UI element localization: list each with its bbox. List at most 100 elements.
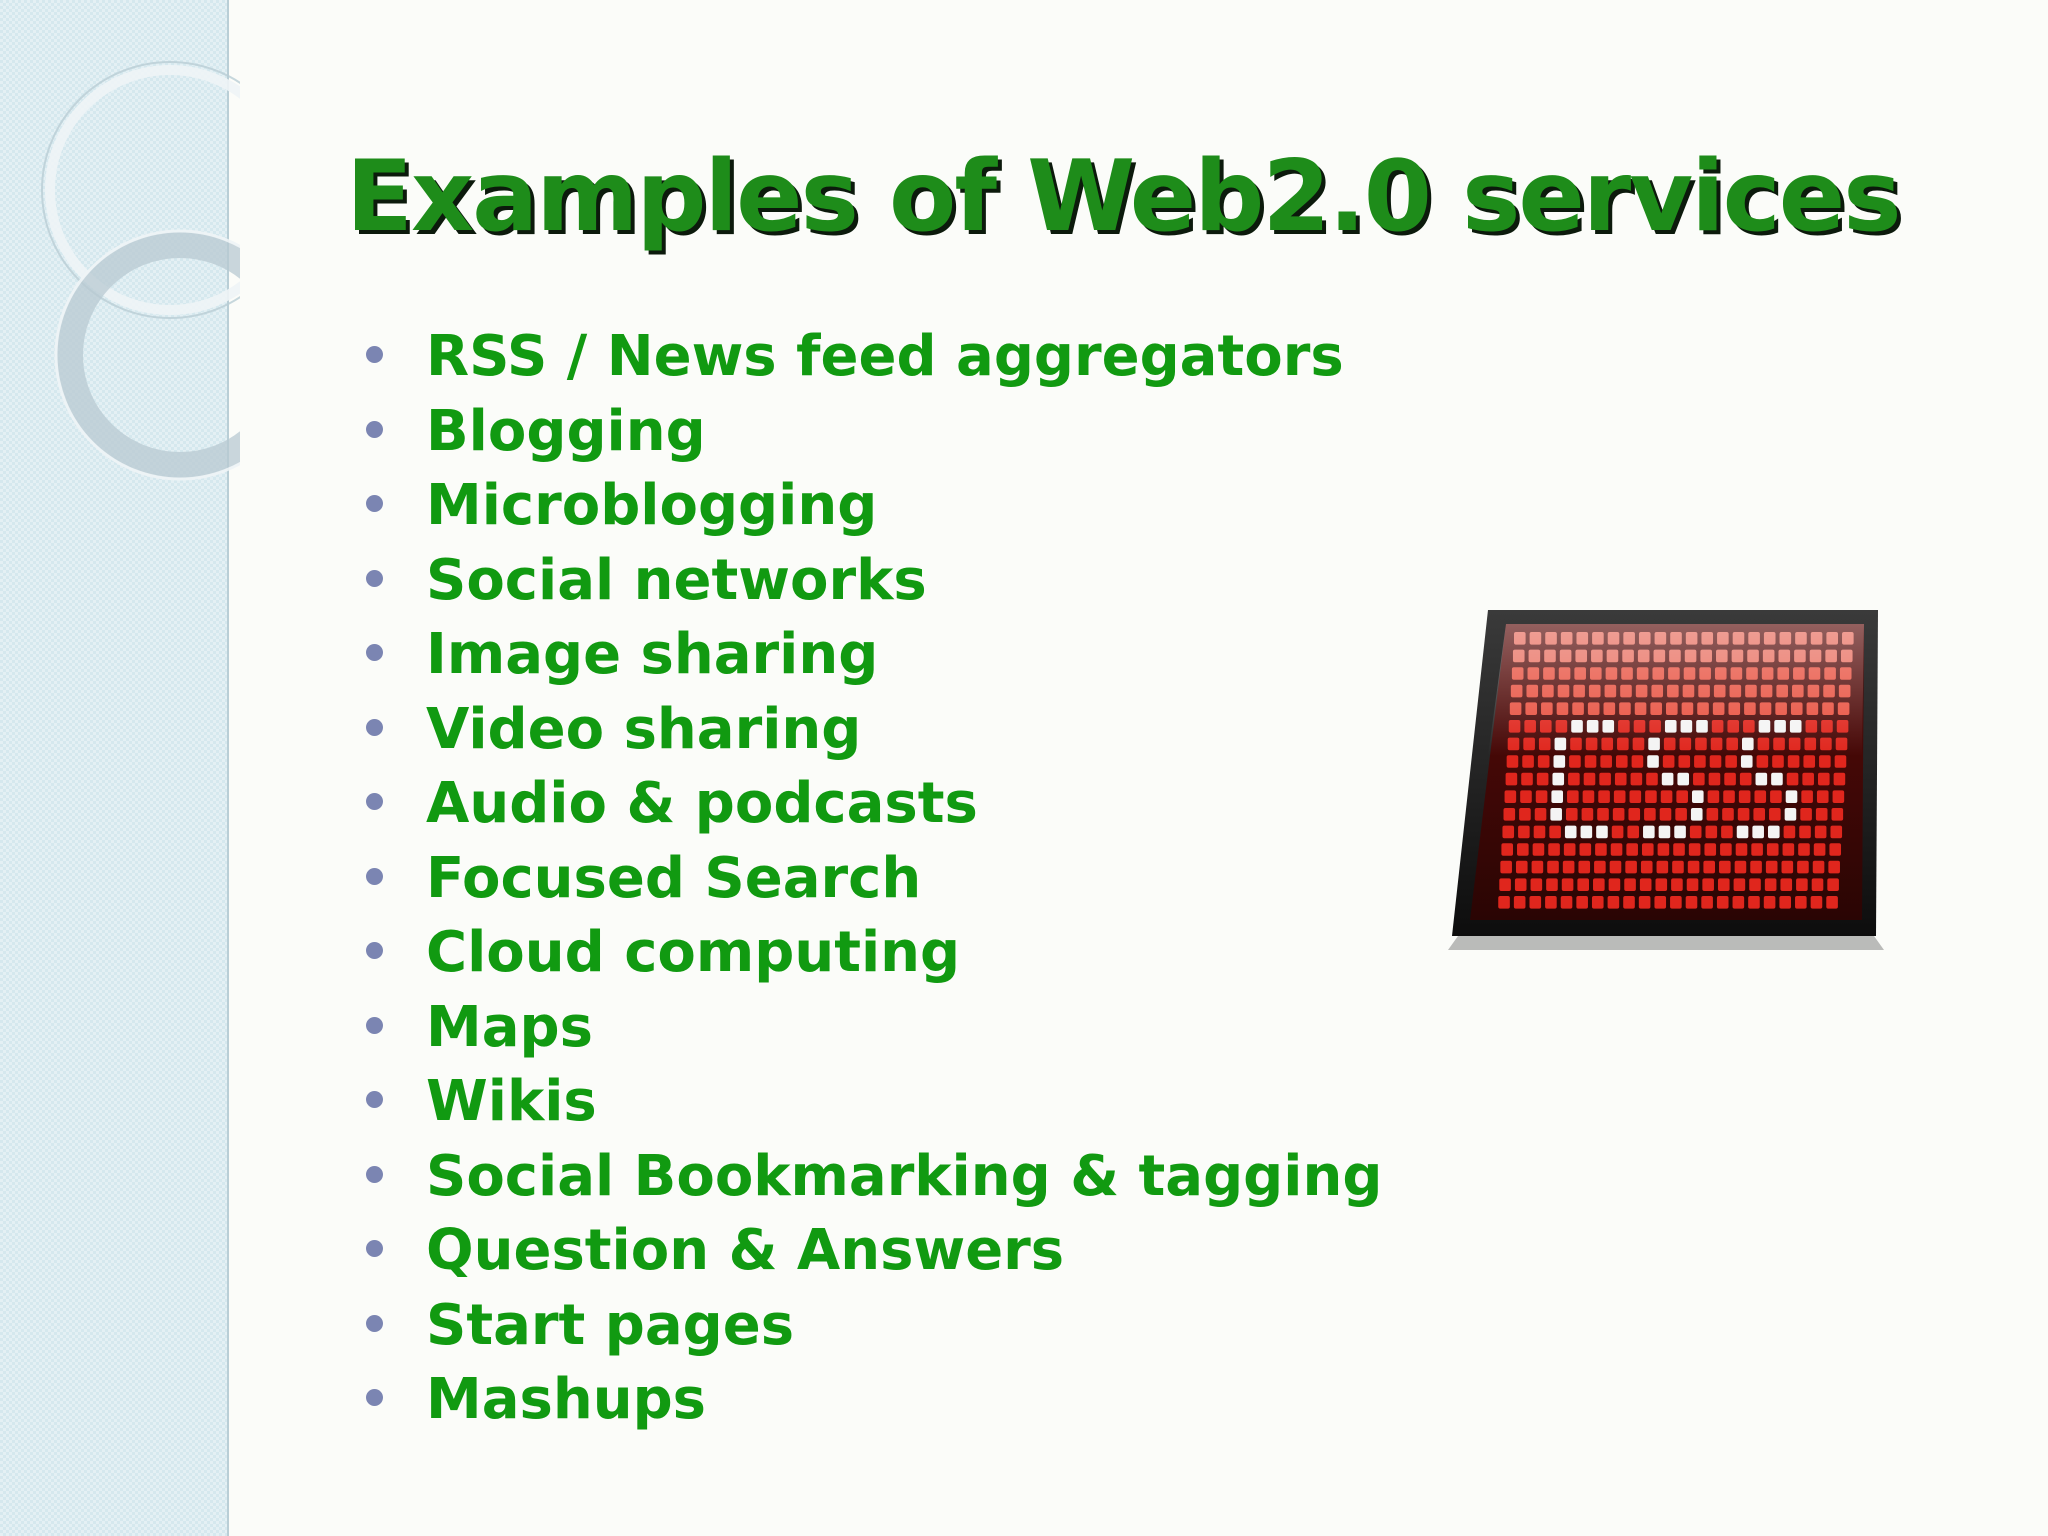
logo-pixel-red bbox=[1504, 790, 1517, 803]
logo-pixel-red bbox=[1706, 808, 1719, 821]
list-item-label: Maps bbox=[426, 994, 593, 1060]
logo-pixel-white bbox=[1767, 825, 1780, 839]
logo-pixel-white bbox=[1677, 772, 1690, 786]
logo-pixel-red bbox=[1549, 825, 1561, 839]
logo-pixel-red bbox=[1675, 808, 1687, 821]
logo-pixel-red bbox=[1723, 790, 1735, 803]
list-item-label: Microblogging bbox=[426, 473, 878, 538]
logo-pixel-red bbox=[1547, 860, 1559, 874]
logo-pixel-red bbox=[1656, 860, 1669, 874]
logo-pixel-white bbox=[1596, 825, 1608, 839]
logo-pixel-red bbox=[1629, 790, 1642, 803]
logo-pixel-red bbox=[1600, 755, 1612, 768]
logo-pixel-red bbox=[1594, 860, 1606, 874]
logo-pixel-red bbox=[1608, 878, 1621, 891]
logo-pixel-red bbox=[1685, 896, 1698, 909]
logo-pixel-red bbox=[1676, 790, 1688, 803]
logo-pixel-red bbox=[1764, 878, 1777, 891]
logo-pixel-red bbox=[1640, 860, 1653, 874]
list-item: Question & Answers bbox=[362, 1214, 1382, 1289]
logo-pixel-red bbox=[1607, 896, 1620, 909]
list-item: Focused Search bbox=[362, 842, 1382, 917]
decorative-rings bbox=[41, 61, 240, 481]
list-item: Video sharing bbox=[362, 693, 1382, 768]
logo-pixel-red bbox=[1615, 755, 1628, 768]
logo-pixel-red bbox=[1625, 860, 1637, 874]
logo-pixel-white bbox=[1658, 825, 1671, 839]
list-item-label: RSS / News feed aggregators bbox=[426, 324, 1344, 389]
logo-pixel-red bbox=[1748, 896, 1760, 909]
list-item-label: Blogging bbox=[426, 398, 706, 464]
logo-pixel-white bbox=[1755, 772, 1768, 786]
bullet-dot-icon bbox=[366, 495, 383, 512]
logo-pixel-red bbox=[1628, 808, 1641, 821]
logo-pixel-red bbox=[1518, 825, 1530, 839]
logo-pixel-red bbox=[1831, 808, 1844, 821]
logo-pixel-red bbox=[1655, 878, 1668, 891]
logo-pixel-red bbox=[1623, 896, 1635, 909]
logo-pixel-white bbox=[1550, 808, 1562, 821]
logo-pixel-red bbox=[1705, 825, 1718, 839]
logo-pixel-white bbox=[1691, 790, 1704, 803]
logo-pixel-red bbox=[1598, 790, 1610, 803]
logo-pixel-red bbox=[1815, 808, 1828, 821]
logo-pixel-white bbox=[1564, 825, 1577, 839]
logo-pixel-red bbox=[1733, 878, 1746, 891]
logo-pixel-red bbox=[1576, 896, 1588, 909]
logo-pixel-red bbox=[1624, 878, 1636, 891]
logo-pixel-red bbox=[1786, 772, 1799, 786]
bullet-dot-icon bbox=[366, 1016, 383, 1034]
logo-pixel-red bbox=[1546, 878, 1558, 891]
logo-pixel-red bbox=[1561, 878, 1574, 891]
list-item: Image sharing bbox=[362, 618, 1382, 693]
logo-pixel-white bbox=[1740, 755, 1753, 768]
bullet-dot-icon bbox=[366, 1389, 383, 1406]
bullet-dot-icon bbox=[366, 420, 383, 438]
list-item-label: Focused Search bbox=[426, 845, 922, 911]
list-item-label: Image sharing bbox=[426, 622, 879, 687]
logo-pixel-red bbox=[1834, 755, 1847, 768]
logo-pixel-red bbox=[1751, 843, 1763, 856]
logo-pixel-red bbox=[1505, 772, 1518, 786]
logo-pixel-red bbox=[1657, 843, 1670, 856]
logo-pixel-red bbox=[1591, 896, 1604, 909]
logo-pixel-red bbox=[1612, 808, 1625, 821]
logo-pixel-red bbox=[1569, 755, 1581, 768]
logo-pixel-red bbox=[1799, 825, 1811, 839]
logo-pixel-white bbox=[1784, 808, 1797, 821]
list-item: Maps bbox=[362, 991, 1382, 1066]
logo-pixel-red bbox=[1753, 808, 1766, 821]
logo-pixel-red bbox=[1739, 772, 1752, 786]
logo-pixel-red bbox=[1749, 878, 1761, 891]
logo-pixel-red bbox=[1780, 878, 1793, 891]
logo-pixel-red bbox=[1578, 860, 1591, 874]
logo-pixel-red bbox=[1513, 896, 1526, 909]
logo-pixel-red bbox=[1502, 825, 1515, 839]
bullet-dot-icon bbox=[366, 1165, 383, 1183]
logo-pixel-red bbox=[1701, 896, 1713, 909]
services-list: RSS / News feed aggregators Blogging Mic… bbox=[362, 320, 1382, 1438]
css-pixel-logo-icon bbox=[1448, 610, 1884, 950]
logo-pixel-red bbox=[1645, 790, 1657, 803]
logo-pixel-red bbox=[1530, 878, 1543, 891]
logo-pixel-red bbox=[1560, 896, 1573, 909]
bullet-dot-icon bbox=[366, 569, 383, 587]
bullet-dot-icon bbox=[366, 346, 383, 363]
list-item: Microblogging bbox=[362, 469, 1382, 544]
list-item-label: Cloud computing bbox=[426, 920, 961, 985]
logo-pixel-red bbox=[1678, 755, 1691, 768]
bullet-dot-icon bbox=[366, 644, 383, 661]
logo-pixel-white bbox=[1643, 825, 1655, 839]
bullet-dot-icon bbox=[366, 1091, 383, 1108]
list-item: Social Bookmarking & tagging bbox=[362, 1140, 1382, 1215]
logo-pixel-red bbox=[1694, 755, 1706, 768]
bullet-dot-icon bbox=[366, 942, 383, 959]
logo-pixel-red bbox=[1500, 860, 1512, 874]
logo-pixel-red bbox=[1520, 790, 1532, 803]
logo-pixel-red bbox=[1565, 808, 1578, 821]
logo-pixel-red bbox=[1689, 825, 1702, 839]
logo-pixel-red bbox=[1828, 860, 1840, 874]
logo-pixel-red bbox=[1796, 878, 1808, 891]
list-item: Audio & podcasts bbox=[362, 767, 1382, 842]
